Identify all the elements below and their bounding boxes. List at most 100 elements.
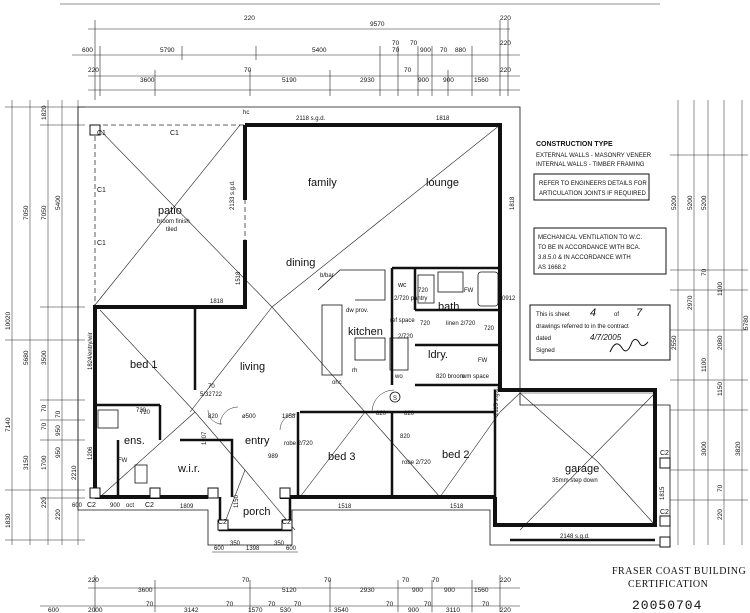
right-dim-2550: 2550: [671, 335, 678, 350]
top-dim-row1-900: 900: [420, 47, 431, 54]
room-patio: patio: [158, 205, 182, 217]
top-dim2-5190: 5190: [282, 77, 297, 84]
top-dim-220-top: 220: [244, 15, 255, 22]
left-dim-5680: 5680: [23, 350, 30, 365]
top-dim2-70b: 70: [404, 67, 412, 74]
top-dim-row1-70: 70: [392, 47, 400, 54]
signature-mark: [609, 338, 649, 353]
top-dim2-220: 220: [88, 67, 99, 74]
room-family: family: [308, 177, 337, 189]
bot-dim-70b: 70: [324, 577, 332, 584]
label-c1-a: C1: [97, 130, 106, 137]
room-dining: dining: [286, 257, 315, 269]
label-820-d: 820: [208, 414, 219, 420]
room-entry: entry: [245, 435, 270, 447]
top-dim-70a: 70: [392, 40, 400, 47]
left-dim-7050a: 7050: [23, 205, 30, 220]
bot-dim-70d: 70: [432, 577, 440, 584]
mech-line-4: AS 1668.2: [538, 265, 567, 271]
room-living: living: [240, 361, 265, 373]
label-600: 600: [72, 503, 83, 509]
right-dim-1100a: 1100: [717, 282, 724, 296]
right-dim-1100b: 1100: [701, 358, 708, 372]
bathtub: [477, 271, 499, 307]
label-sgd-patio: 2133 s.g.d.: [230, 180, 236, 210]
label-1815: 1815: [660, 486, 666, 500]
porch-dim-350a: 350: [230, 541, 241, 547]
label-820-c: 820: [404, 411, 415, 417]
label-0912: 0912: [502, 296, 516, 302]
bot-dim-220: 220: [88, 577, 99, 584]
room-wc: wc: [397, 282, 407, 289]
label-bbar: b/bar: [320, 273, 334, 279]
sheet-stamp: This is sheet 4 of 7 drawings referred t…: [529, 304, 671, 361]
room-kitchen: kitchen: [348, 326, 383, 338]
top-dim-5400: 5400: [312, 47, 327, 54]
label-oct: oct: [126, 503, 134, 509]
label-fw-b: FW: [478, 358, 488, 364]
label-1818-r: 1818: [510, 196, 516, 210]
walls: S: [89, 123, 671, 548]
bot2-dim-70c: 70: [268, 601, 276, 608]
left-dim-1820: 1820: [41, 105, 48, 120]
label-1207: 1207: [202, 431, 208, 445]
ventilation-note-box: MECHANICAL VENTILATION TO W.C. TO BE IN …: [533, 227, 667, 275]
label-broom: 820 broom: [436, 374, 465, 380]
top-dim-9570: 9570: [370, 21, 385, 28]
annotations: C1 C1 C1 C1 C2 C2 C2 C2 C2 C2 hc 2118 s.…: [72, 110, 669, 553]
label-720-e: 720: [484, 326, 495, 332]
right-dim-5200a: 5200: [671, 195, 678, 210]
room-wir: w.i.r.: [177, 463, 200, 475]
engineer-note-box: REFER TO ENGINEERS DETAILS FOR ARTICULAT…: [533, 173, 650, 201]
left-dim-7140: 7140: [5, 417, 12, 432]
bot-dim-2930: 2930: [360, 587, 375, 594]
label-820-a: 820: [376, 411, 387, 417]
label-722: 722: [212, 392, 223, 398]
top-dim-row1-880: 880: [455, 47, 466, 54]
top-dim-600: 600: [82, 47, 93, 54]
roof-outline: [77, 106, 671, 546]
construction-line-1: EXTERNAL WALLS - MASONRY VENEER: [536, 153, 652, 159]
label-c1-d: C1: [97, 240, 106, 247]
label-fw-a: FW: [464, 288, 474, 294]
bot-dim-900a: 900: [412, 587, 423, 594]
label-fw-c: FW: [118, 458, 128, 464]
left-dim-950b: 950: [55, 447, 62, 458]
wc-pan: [417, 274, 435, 304]
bot-dim-5120: 5120: [282, 587, 297, 594]
bot2-dim-600: 600: [48, 607, 59, 613]
mech-line-3: 3.8.5.0 & IN ACCORDANCE WITH: [538, 255, 631, 261]
top-dim2-70: 70: [244, 67, 252, 74]
top-dim-220-top-r: 220: [500, 15, 511, 22]
room-ens: ens.: [124, 435, 145, 447]
sheet-signed-label: Signed: [536, 348, 555, 354]
top-dim-70b: 70: [410, 40, 418, 47]
mech-line-2: TO BE IN ACCORDANCE WITH BCA.: [538, 245, 641, 251]
left-dim-1830: 1830: [5, 513, 12, 528]
label-wm: wm space: [461, 374, 490, 380]
bot2-dim-70a: 70: [146, 601, 154, 608]
bot2-dim-70g: 70: [482, 601, 490, 608]
right-dim-2970: 2970: [687, 295, 694, 310]
bot-dim-1560: 1560: [474, 587, 489, 594]
right-dim-5780: 5780: [743, 315, 750, 330]
right-dim-70: 70: [701, 268, 708, 276]
label-linen: linen 2/720: [446, 321, 476, 327]
room-bed2: bed 2: [442, 449, 470, 461]
label-1518-bed2: 1518: [450, 504, 464, 510]
top-dim-220a: 220: [500, 40, 511, 47]
engineer-line-1: REFER TO ENGINEERS DETAILS FOR: [539, 181, 647, 187]
label-1824: 1824/entry/wir: [88, 332, 94, 370]
label-1858: 1858: [282, 414, 296, 420]
sheet-dated-label: dated: [536, 336, 551, 342]
bot-dim-900b: 900: [444, 587, 455, 594]
top-dim2-3600: 3600: [140, 77, 155, 84]
top-dim2-900a: 900: [418, 77, 429, 84]
top-dim2-220b: 220: [500, 67, 511, 74]
label-rh: rh: [352, 368, 357, 374]
garage-note: 35mm step down: [552, 478, 598, 484]
construction-title: CONSTRUCTION TYPE: [536, 141, 613, 148]
sheet-line1: This is sheet: [536, 312, 570, 318]
left-dim-1700: 1700: [41, 455, 48, 470]
